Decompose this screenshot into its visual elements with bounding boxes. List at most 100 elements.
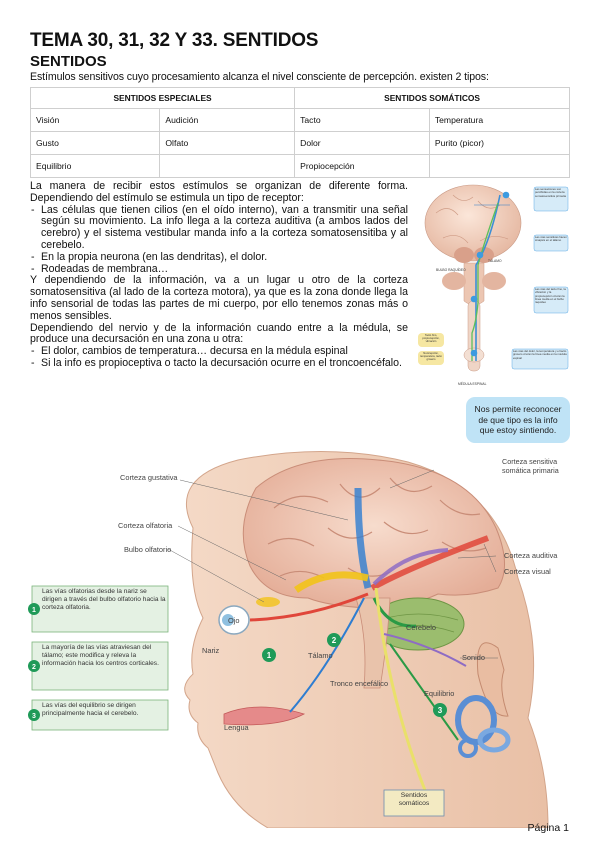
label-spinal-cord: MÉDULA ESPINAL [458,381,487,386]
callout-box-4: Las vías del dolor, la temperatura y el … [511,348,569,370]
section-heading: SENTIDOS [30,53,107,70]
receptor-list: Las células que tienen cilios (en el oíd… [30,204,408,276]
label-nose: Nariz [202,646,220,655]
table-cell: Audición [159,108,296,132]
taste-nerve [289,597,365,713]
label-olfactory-cortex: Corteza olfatoria [118,521,173,530]
leader-lines [167,469,498,659]
callout-text: Las vías sensitivas hacen sinapsis en el… [535,236,567,243]
key-text: Tacto fino, propiocepción, vibración [422,334,440,344]
table-cell [159,154,296,178]
label-tongue: Lengua [224,723,250,732]
senses-head-figure: 1 2 3 Corteza gustativa Corteza olfatori… [28,451,559,828]
olfactory-bulb-shape [256,597,280,607]
step-box-number: 3 [32,713,36,720]
pain-pathway [471,202,499,361]
step-box-1: 1 Las vías olfatorias desde la nariz se … [28,585,169,633]
table-cell: Dolor [294,131,430,155]
body-text: La manera de recibir estos estímulos se … [30,180,408,370]
table-cell: Propiocepción [294,154,430,178]
table-header-row: SENTIDOS ESPECIALES SENTIDOS SOMÁTICOS [29,87,570,109]
list-item: Rodeadas de membrana… [30,263,408,276]
somatic-pathway [374,587,430,799]
callout-box-1: Las sensaciones son percibidas en la cor… [533,186,569,212]
table-row: Visión Audición Tacto Temperatura [29,108,571,132]
list-item: El dolor, cambios de temperatura… decurs… [30,345,408,358]
label-thalamus: Tálamo [308,651,333,660]
brain-folds [435,194,509,244]
table-cell: Temperatura [428,108,571,132]
cerebellum-right [482,272,506,290]
list-item: Si la info es propioceptiva o tacto la d… [30,357,408,370]
label-equilibrium: Equilibrio [424,689,454,698]
table-cell: Purito (picor) [428,131,571,155]
callout-text: Las vías del tacto fino, la vibración y … [535,288,566,305]
label-gustatory-cortex: Corteza gustativa [120,473,178,482]
step-2-marker [327,633,341,647]
step-marker [470,295,478,303]
step-1-marker [262,648,276,662]
table-cell [428,154,571,178]
table-row: Gusto Olfato Dolor Purito (picor) [29,131,571,155]
label-somatosensory-cortex: Corteza sensitiva somática primaria [502,458,559,475]
label-somatic-senses: Sentidos somáticos [398,792,430,807]
step-marker [470,349,478,357]
thalamus-left [454,247,474,263]
note-callout: Nos permite reconocer de que tipo es la … [466,397,570,443]
label-thalamus: TÁLAMO [488,259,502,263]
callout-box-3: Las vías del tacto fino, la vibración y … [533,286,569,314]
table-cell: Visión [29,108,161,132]
step-3-marker [433,703,447,717]
optic-nerve [249,592,369,622]
label-visual-cortex: Corteza visual [504,567,551,576]
cochlear-nerve [383,633,467,667]
paragraph: Dependiendo del nervio y de la informaci… [30,321,408,346]
visual-pathway [370,535,490,591]
page-number: Página 1 [527,822,569,834]
list-item: En la propia neurona (en las dendritas),… [30,251,408,264]
table-cell: Olfato [159,131,296,155]
key-text: Nocicepción, temperatura, tacto grosero [420,352,442,362]
tongue-shape [223,706,306,726]
label-olfactory-bulb: Bulbo olfatorio [124,545,171,554]
label-cerebellum: Cerebelo [406,623,436,632]
intro-text: Estímulos sensitivos cuyo procesamiento … [30,71,489,83]
step-box-text: Las vías olfatorias desde la nariz se di… [42,588,166,611]
label-auditory-cortex: Corteza auditiva [504,551,558,560]
label-eye: Ojo [228,616,240,625]
somatosensory-pathway-figure: TÁLAMO BULBO RAQUÍDEO MÉDULA ESPINAL Las… [418,184,569,386]
list-item: Las células que tienen cilios (en el oíd… [30,204,408,252]
table-header-special: SENTIDOS ESPECIALES [29,87,296,109]
step-box-number: 2 [32,664,36,671]
callout-text: Las vías del dolor, la temperatura y el … [513,350,567,360]
paragraph: La manera de recibir estos estímulos se … [30,180,408,204]
step-box-number: 1 [32,607,36,614]
callout-text: Las sensaciones son percibidas en la cor… [535,188,566,198]
decussation-list: El dolor, cambios de temperatura… decurs… [30,345,408,370]
table-header-somatic: SENTIDOS SOMÁTICOS [294,87,570,109]
callout-box-2: Las vías sensitivas hacen sinapsis en el… [533,234,569,252]
step-marker [502,191,510,199]
step-box-2: 2 La mayoría de las vías atraviesan del … [28,641,169,691]
eye-iris [222,614,234,626]
inner-ear-shape [455,695,511,758]
step-1-number: 1 [267,651,272,660]
table-cell: Equilibrio [29,154,161,178]
label-sound: Sonido [462,653,485,662]
step-3-number: 3 [438,706,443,715]
somatic-senses-box [383,789,445,817]
step-marker [476,251,484,259]
cerebellum-left [442,272,466,290]
table-cell: Gusto [29,131,161,155]
step-box-3: 3 Las vías del equilibrio se dirigen pri… [28,699,169,731]
page-title: TEMA 30, 31, 32 Y 33. SENTIDOS [30,30,319,51]
key-nociception: Nocicepción, temperatura, tacto grosero [418,351,444,365]
auditory-pathway [372,548,449,586]
table-cell: Tacto [294,108,430,132]
step-box-text: Las vías del equilibrio se dirigen princ… [42,702,139,717]
paragraph: Y dependiendo de la información, va a un… [30,274,408,322]
olfactory-pathway [294,571,369,593]
step-2-number: 2 [332,636,337,645]
table-row: Equilibrio Propiocepción [29,154,571,178]
step-box-text: La mayoría de las vías atraviesan del tá… [42,644,159,667]
